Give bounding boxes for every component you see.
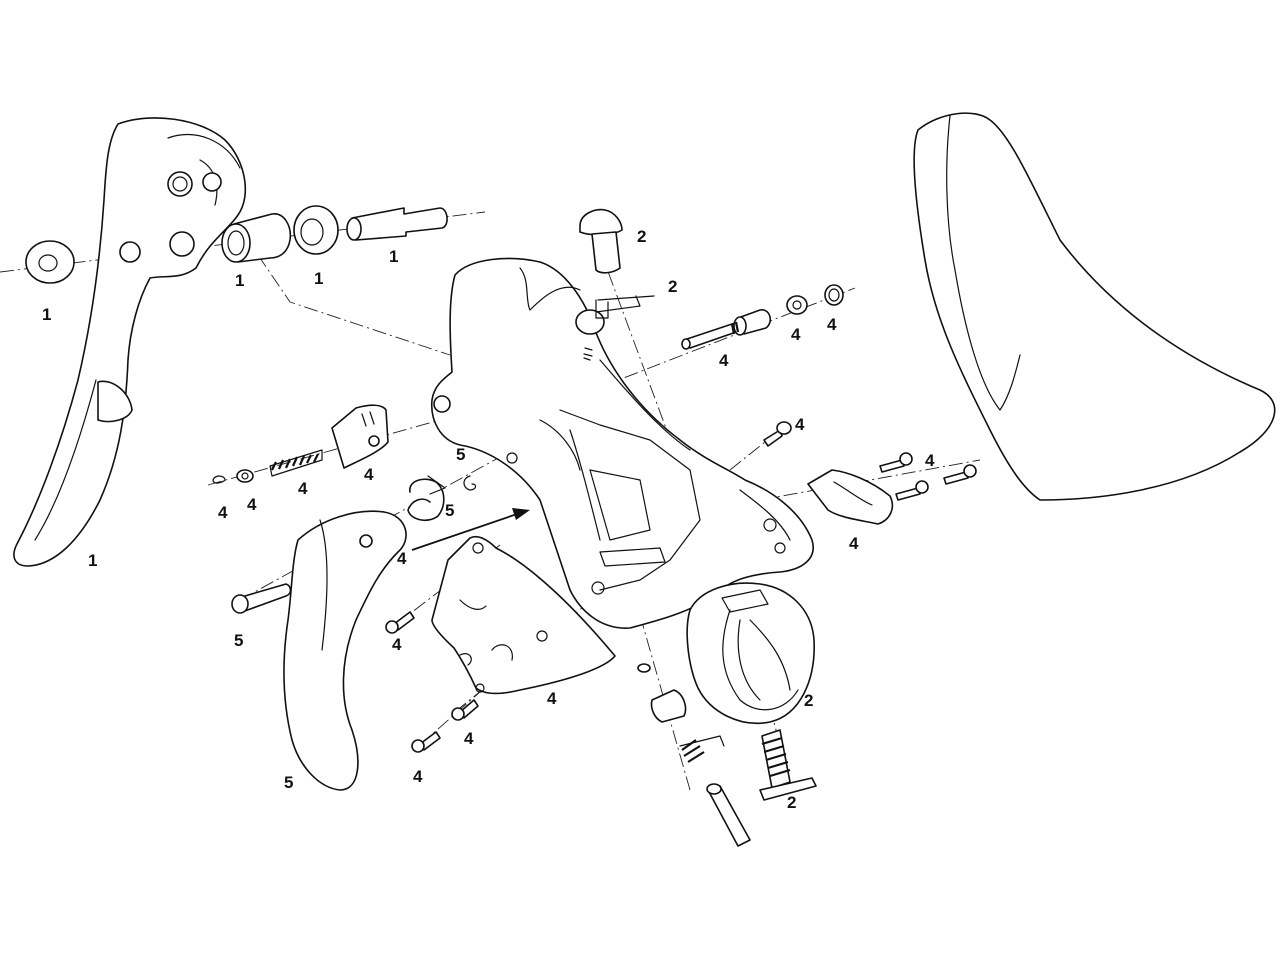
spring-clip — [212, 475, 226, 484]
paddle-pin — [231, 583, 292, 614]
callout-4: 4 — [547, 689, 557, 708]
torsion-spring — [407, 475, 446, 522]
callout-4: 4 — [397, 549, 407, 568]
callout-4: 4 — [298, 479, 308, 498]
callout-5: 5 — [234, 631, 243, 650]
ratchet-arrow — [411, 508, 530, 551]
adjust-bolt — [681, 309, 772, 350]
callout-4: 4 — [464, 729, 474, 748]
index-spring — [679, 735, 725, 763]
callout-4: 4 — [364, 465, 374, 484]
callout-4: 4 — [247, 495, 257, 514]
clamp-band — [686, 582, 815, 724]
screw-right-c — [943, 464, 977, 485]
top-plug — [579, 208, 623, 274]
screw-upper-right — [763, 421, 792, 447]
screw-right-b — [895, 480, 929, 501]
screw-left-b — [451, 699, 479, 721]
callout-labels: 1 1 1 1 1 2 2 2 2 4 4 4 4 4 4 4 4 4 4 4 … — [42, 227, 935, 812]
callout-4: 4 — [849, 534, 859, 553]
callout-4: 4 — [795, 415, 805, 434]
callout-2: 2 — [637, 227, 646, 246]
screw-left-a — [385, 611, 415, 634]
callout-4: 4 — [719, 351, 729, 370]
cam-plate — [331, 404, 389, 469]
pivot-bushing — [221, 213, 292, 263]
screw-left-c — [411, 731, 441, 753]
callout-1: 1 — [389, 247, 398, 266]
callout-1: 1 — [88, 551, 97, 570]
right-cover-tab — [807, 469, 894, 525]
pivot-washer — [25, 240, 75, 284]
pivot-washer-large — [293, 205, 339, 255]
bolt-clip — [824, 284, 844, 306]
bolt-washer — [786, 295, 808, 315]
spring-e-clip — [463, 475, 477, 491]
small-washer — [637, 663, 651, 673]
brake-lever — [13, 117, 247, 567]
callout-4: 4 — [925, 451, 935, 470]
callout-5: 5 — [456, 445, 465, 464]
callout-4: 4 — [791, 325, 801, 344]
cover-plate — [431, 535, 616, 695]
callout-5: 5 — [445, 501, 454, 520]
callout-1: 1 — [42, 305, 51, 324]
index-pin — [706, 783, 751, 847]
callout-2: 2 — [668, 277, 677, 296]
callout-4: 4 — [413, 767, 423, 786]
clamp-bolt — [759, 729, 817, 801]
return-spring — [269, 449, 323, 477]
callout-2: 2 — [804, 691, 813, 710]
callout-1: 1 — [235, 271, 244, 290]
callout-2: 2 — [787, 793, 796, 812]
screw-right-a — [879, 452, 913, 473]
upper-clip — [595, 295, 655, 319]
shift-paddle — [283, 510, 407, 791]
callout-4: 4 — [218, 503, 228, 522]
callout-4: 4 — [392, 635, 402, 654]
callout-5: 5 — [284, 773, 293, 792]
ratchet-sleeve — [650, 689, 687, 723]
callout-1: 1 — [314, 269, 323, 288]
callout-4: 4 — [827, 315, 837, 334]
pivot-pin — [346, 207, 448, 241]
spring-washer — [236, 469, 254, 483]
rubber-hood — [913, 112, 1276, 501]
